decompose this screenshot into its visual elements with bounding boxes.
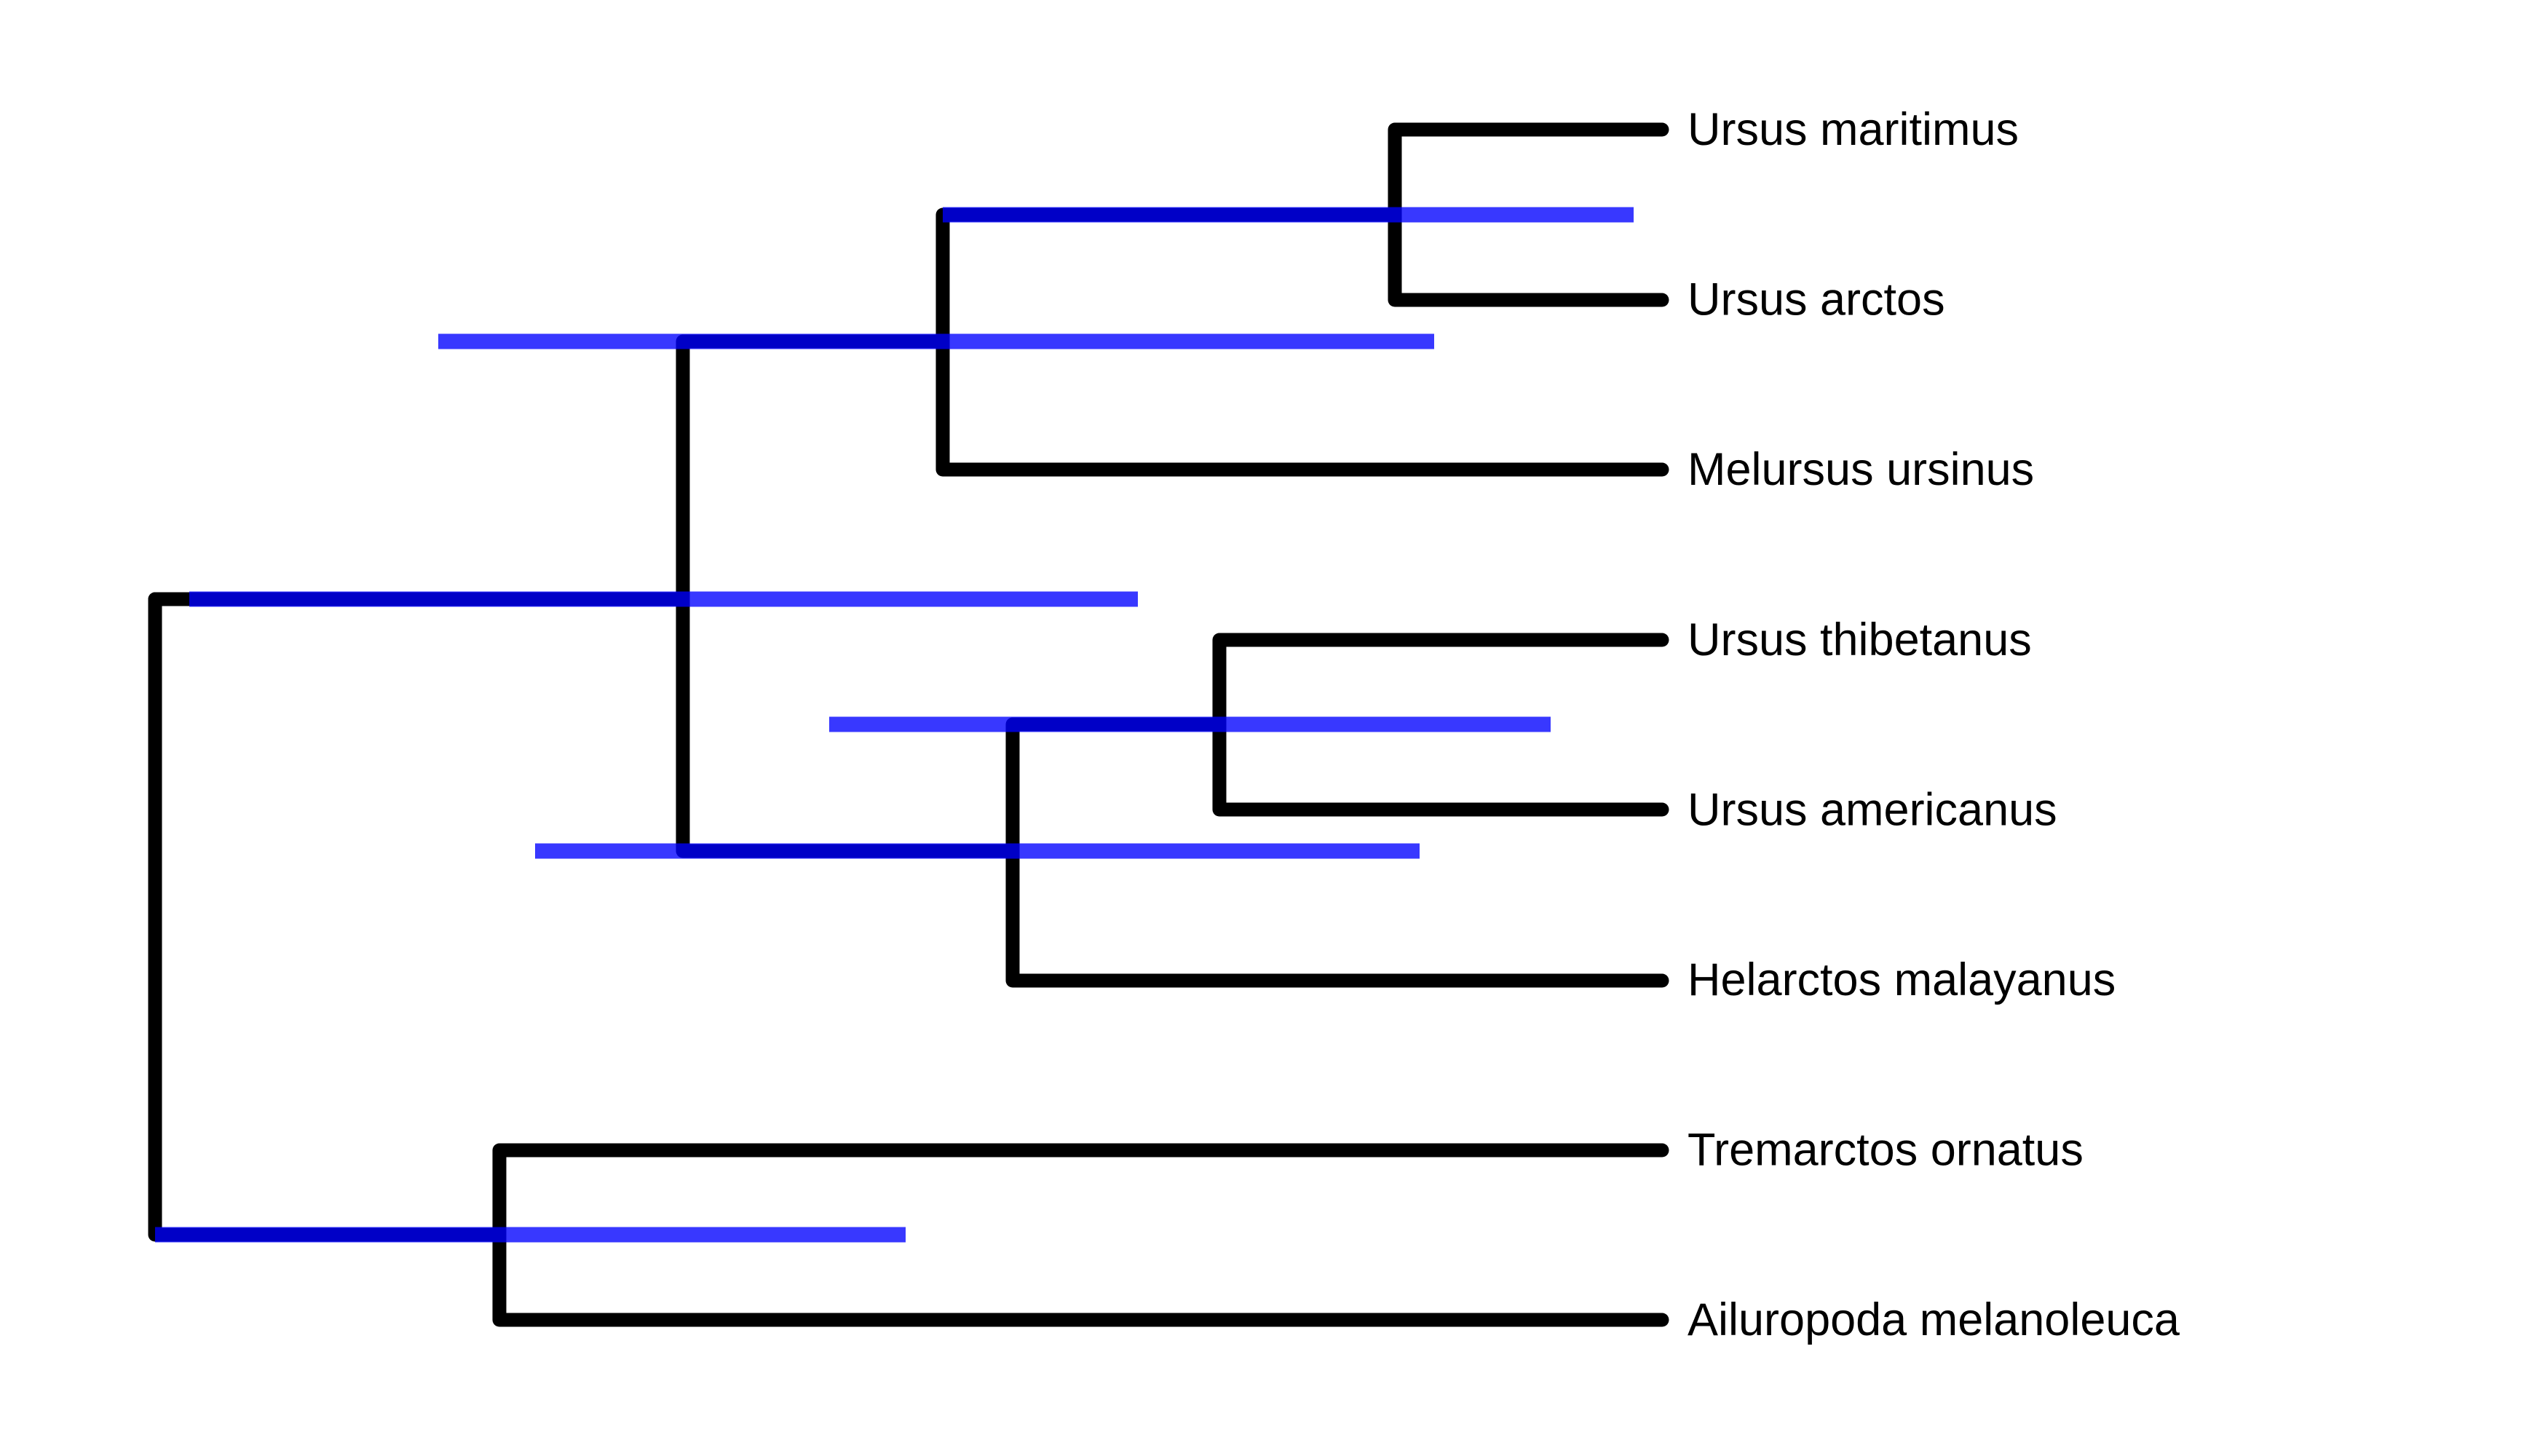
tip-label: Ursus arctos	[1688, 274, 1945, 325]
branch-root	[148, 592, 507, 1242]
tip-label: Tremarctos ornatus	[1688, 1125, 2084, 1176]
tip-label: Ailuropoda melanoleuca	[1688, 1294, 2180, 1345]
tip-label: Ursus americanus	[1688, 784, 2057, 835]
tip-label: Ursus maritimus	[1688, 104, 2019, 155]
tip-label: Helarctos malayanus	[1688, 954, 2116, 1005]
tip-label: Ursus thibetanus	[1688, 614, 2032, 665]
tip-label: Melursus ursinus	[1688, 444, 2034, 495]
node-age-intervals	[155, 207, 1634, 1243]
